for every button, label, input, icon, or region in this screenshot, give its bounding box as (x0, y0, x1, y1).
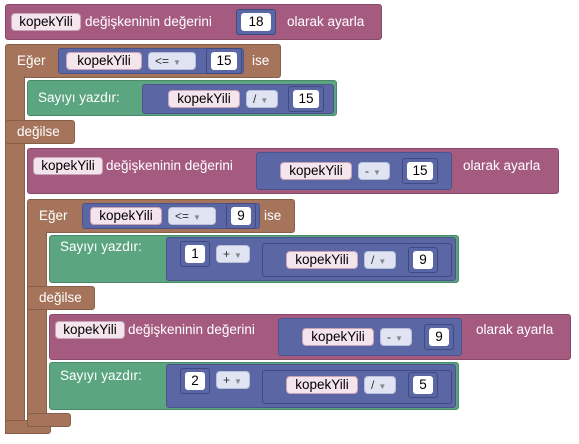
dropdown-arrow-icon: ▼ (234, 251, 242, 260)
variable-chip[interactable]: kopekYili (286, 251, 358, 269)
number-value[interactable]: 15 (407, 162, 433, 180)
set-variable-label: değişkeninin değerini (85, 14, 212, 29)
number-slot[interactable]: 2 (180, 368, 210, 394)
dropdown-arrow-icon: ▼ (395, 334, 403, 343)
variable-chip[interactable]: kopekYili (302, 328, 374, 346)
number-value[interactable]: 5 (413, 376, 433, 394)
operator-dropdown[interactable]: -▼ (380, 328, 412, 346)
then-label: ise (264, 208, 282, 223)
inner-if-block-bottom (27, 413, 71, 427)
operator-value: <= (155, 54, 170, 68)
number-slot[interactable]: 5 (408, 372, 438, 398)
inner-if-block-spine (27, 231, 47, 427)
if-block-spine (5, 76, 25, 434)
operator-value: / (371, 378, 375, 392)
variable-chip[interactable]: kopekYili (168, 90, 240, 108)
operator-dropdown[interactable]: /▼ (364, 376, 396, 394)
variable-chip[interactable]: kopekYili (66, 52, 142, 70)
then-label: ise (252, 53, 270, 68)
dropdown-arrow-icon: ▼ (373, 168, 381, 177)
number-value[interactable]: 1 (185, 245, 205, 263)
operator-value: / (253, 92, 257, 106)
if-label: Eğer (39, 208, 68, 223)
number-value[interactable]: 2 (185, 372, 205, 390)
dropdown-arrow-icon: ▼ (173, 58, 181, 67)
number-slot[interactable]: 9 (424, 324, 454, 350)
operator-value: <= (175, 209, 190, 223)
else-bar (5, 120, 75, 144)
dropdown-arrow-icon: ▼ (378, 257, 387, 266)
print-label: Sayıyı yazdır: (60, 368, 142, 383)
number-value[interactable]: 9 (231, 207, 251, 225)
number-value[interactable]: 15 (211, 52, 237, 70)
number-slot[interactable]: 18 (236, 9, 276, 35)
inner-else-bar (27, 286, 95, 310)
print-label: Sayıyı yazdır: (38, 90, 120, 105)
operator-dropdown[interactable]: +▼ (216, 245, 250, 263)
number-slot[interactable]: 15 (288, 86, 324, 112)
variable-chip[interactable]: kopekYili (280, 162, 352, 180)
as-set-label: olarak ayarla (476, 322, 554, 337)
operator-dropdown[interactable]: <=▼ (168, 207, 216, 225)
operator-value: + (223, 247, 231, 261)
as-set-label: olarak ayarla (287, 14, 365, 29)
set-variable-label: değişkeninin değerini (128, 322, 255, 337)
number-value[interactable]: 9 (429, 328, 449, 346)
operator-value: + (223, 373, 231, 387)
variable-chip[interactable]: kopekYili (286, 376, 358, 394)
else-label: değilse (39, 290, 82, 305)
operator-dropdown[interactable]: -▼ (358, 162, 390, 180)
dropdown-arrow-icon: ▼ (378, 382, 387, 391)
number-slot[interactable]: 15 (206, 48, 242, 74)
number-value[interactable]: 9 (413, 251, 433, 269)
print-label: Sayıyı yazdır: (60, 239, 142, 254)
variable-chip[interactable]: kopekYili (55, 321, 125, 339)
dropdown-arrow-icon: ▼ (193, 213, 201, 222)
operator-dropdown[interactable]: <=▼ (148, 52, 196, 70)
number-value[interactable]: 18 (241, 13, 271, 31)
number-slot[interactable]: 15 (402, 158, 438, 184)
variable-chip[interactable]: kopekYili (33, 157, 103, 175)
operator-dropdown[interactable]: +▼ (216, 371, 250, 389)
number-slot[interactable]: 1 (180, 241, 210, 267)
variable-chip[interactable]: kopekYili (11, 13, 81, 31)
number-slot[interactable]: 9 (408, 247, 438, 273)
number-slot[interactable]: 9 (226, 203, 256, 229)
operator-value: / (371, 253, 375, 267)
operator-value: - (365, 164, 369, 178)
dropdown-arrow-icon: ▼ (260, 96, 269, 105)
else-label: değilse (17, 124, 60, 139)
operator-dropdown[interactable]: /▼ (246, 90, 278, 108)
operator-value: - (387, 330, 391, 344)
dropdown-arrow-icon: ▼ (234, 377, 242, 386)
as-set-label: olarak ayarla (463, 158, 541, 173)
set-variable-label: değişkeninin değerini (106, 158, 233, 173)
operator-dropdown[interactable]: /▼ (364, 251, 396, 269)
number-value[interactable]: 15 (293, 90, 319, 108)
variable-chip[interactable]: kopekYili (90, 207, 162, 225)
if-label: Eğer (17, 53, 46, 68)
